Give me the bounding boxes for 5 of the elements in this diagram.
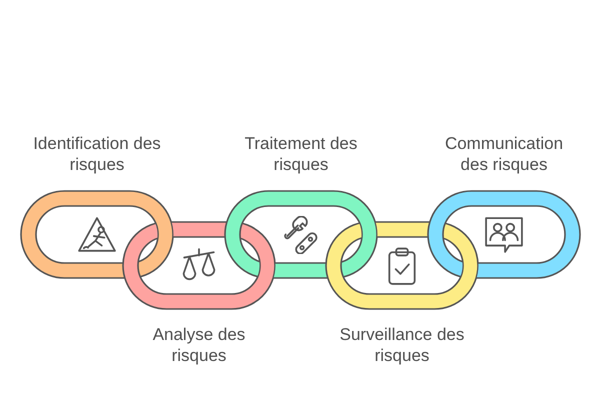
step-label: Traitement des risques [244, 133, 358, 175]
step-label: Analyse des risques [152, 324, 246, 366]
step-label: Communication des risques [444, 133, 564, 175]
step-label: Identification des risques [32, 133, 162, 175]
step-label: Surveillance des risques [338, 324, 466, 366]
